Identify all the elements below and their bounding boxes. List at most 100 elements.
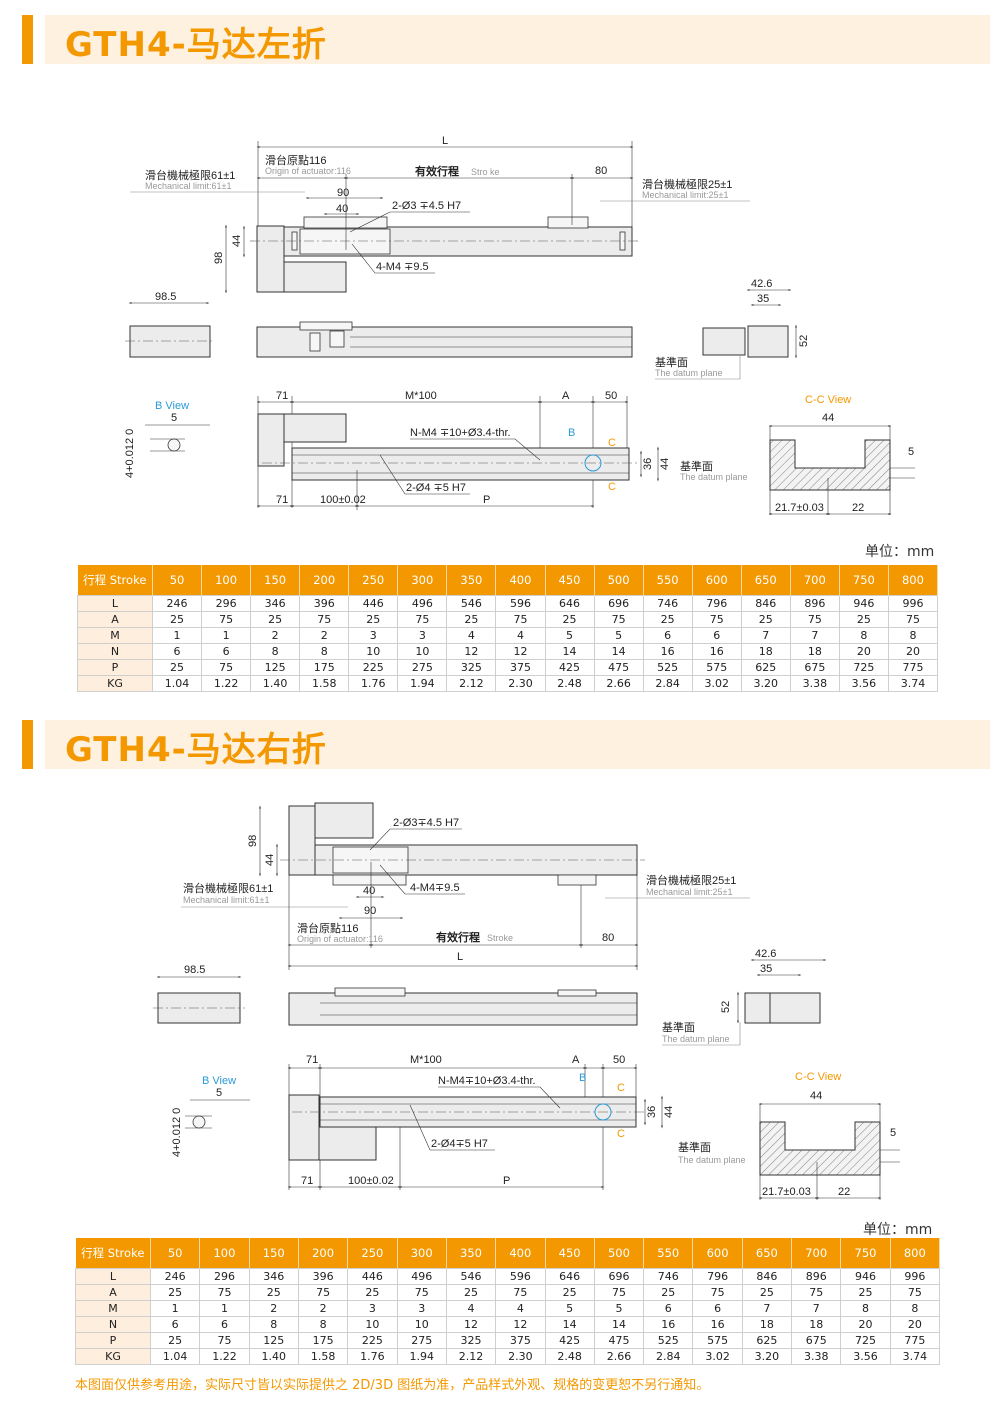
table-cell: 3.74 <box>889 1348 941 1365</box>
table-cell: 1 <box>151 627 203 644</box>
table-cell: 546 <box>446 595 497 612</box>
table-cell: 4 <box>446 627 497 644</box>
table-cell: 246 <box>151 595 203 612</box>
table-cell: 946 <box>840 1268 891 1285</box>
table-cell: 18 <box>740 643 791 660</box>
dimension-label: 42.6 <box>755 948 776 960</box>
table-cell: 946 <box>838 595 889 612</box>
dimension-label: 44 <box>264 854 276 866</box>
dimension-label: 35 <box>757 293 769 305</box>
dimension-label: 52 <box>720 1001 732 1013</box>
table-cell: 325 <box>446 659 497 676</box>
dimension-label: 98 <box>247 835 259 847</box>
table-cell: 6 <box>149 1316 201 1333</box>
table-cell: 1.40 <box>248 1348 299 1365</box>
table-cell: 3 <box>347 1300 398 1317</box>
dimension-label: 滑台機械極限25±1 <box>642 177 732 191</box>
dimension-label: C <box>608 437 616 449</box>
table-cell: 18 <box>741 1316 793 1333</box>
table-cell: 2.48 <box>544 675 595 692</box>
dimension-label: The datum plane <box>678 1155 746 1165</box>
table-cell: 8 <box>840 1300 891 1317</box>
table-cell: 396 <box>297 1268 349 1285</box>
table-cell: 14 <box>544 643 595 660</box>
table-cell: 16 <box>692 1316 743 1333</box>
row-label: KG <box>75 1348 151 1365</box>
header-stroke-value: 500 <box>594 1238 645 1269</box>
table-cell: 25 <box>544 611 595 628</box>
table-cell: 2.66 <box>593 1348 645 1365</box>
table-cell: 5 <box>593 1300 645 1317</box>
dimension-label: 2-Ø3∓4.5 H7 <box>393 817 459 829</box>
table-cell: 5 <box>593 627 644 644</box>
header-stroke-value: 400 <box>495 565 546 596</box>
table-cell: 25 <box>149 1284 201 1301</box>
header-stroke-value: 600 <box>692 1238 743 1269</box>
dimension-label: 98.5 <box>155 291 176 303</box>
table-cell: 25 <box>741 1284 793 1301</box>
table-cell: 1.22 <box>201 675 252 692</box>
table-cell: 25 <box>643 1284 694 1301</box>
table-cell: 75 <box>593 1284 645 1301</box>
dimension-label: 80 <box>595 165 607 177</box>
table-cell: 3.56 <box>840 1348 891 1365</box>
dimension-label: N-M4∓10+Ø3.4-thr. <box>438 1075 536 1087</box>
table-cell: 2 <box>297 1300 349 1317</box>
dimension-label: 44 <box>659 458 671 470</box>
table-cell: 25 <box>347 1284 398 1301</box>
table-cell: 425 <box>544 1332 595 1349</box>
header-stroke-value: 300 <box>397 565 448 596</box>
dimension-label: 21.7±0.03 <box>762 1186 811 1198</box>
table-cell: 7 <box>789 627 840 644</box>
header-stroke-value: 200 <box>298 1238 349 1269</box>
dimension-label: 滑台機械極限61±1 <box>183 881 273 895</box>
header-stroke-value: 450 <box>545 565 595 596</box>
table-cell: 20 <box>889 1316 941 1333</box>
row-label: L <box>75 1268 151 1285</box>
table-cell: 12 <box>446 643 497 660</box>
dimension-label: Mechanical limit:25±1 <box>646 887 732 897</box>
dimension-label: 5 <box>216 1087 222 1099</box>
table-cell: 14 <box>593 643 644 660</box>
table-cell: 375 <box>495 659 546 676</box>
table-cell: 75 <box>691 611 742 628</box>
table-cell: 396 <box>299 595 350 612</box>
table-cell: 16 <box>691 643 742 660</box>
table-cell: 20 <box>887 643 939 660</box>
table-cell: 846 <box>741 1268 793 1285</box>
table-cell: 2.12 <box>446 675 497 692</box>
table-cell: 14 <box>544 1316 595 1333</box>
header-stroke-value: 700 <box>790 565 840 596</box>
dimension-label: 5 <box>908 446 914 458</box>
table-cell: 846 <box>740 595 791 612</box>
dimension-label: 44 <box>231 235 243 247</box>
dimension-label: C-C View <box>805 394 851 406</box>
table-cell: 10 <box>397 643 448 660</box>
dimension-label: 2-Ø4∓5 H7 <box>431 1138 488 1150</box>
table-cell: 25 <box>149 1332 201 1349</box>
section-title: GTH4-马达左折 <box>65 25 327 65</box>
table-cell: 575 <box>691 659 742 676</box>
table-cell: 4 <box>445 1300 497 1317</box>
header-stroke-value: 400 <box>495 1238 546 1269</box>
table-cell: 12 <box>495 643 546 660</box>
section-header-left-fold: GTH4-马达左折 <box>45 15 990 65</box>
dimension-label: 100±0.02 <box>320 494 366 506</box>
table-cell: 2.12 <box>445 1348 497 1365</box>
header-stroke-value: 800 <box>890 1238 941 1269</box>
table-cell: 75 <box>201 611 252 628</box>
table-cell: 75 <box>887 611 939 628</box>
table-cell: 8 <box>838 627 889 644</box>
dimension-label: 4-M4 ∓9.5 <box>376 261 429 273</box>
table-cell: 25 <box>348 611 399 628</box>
dimension-label: C <box>608 481 616 493</box>
table-cell: 1.94 <box>396 1348 447 1365</box>
table-cell: 1.76 <box>347 1348 398 1365</box>
